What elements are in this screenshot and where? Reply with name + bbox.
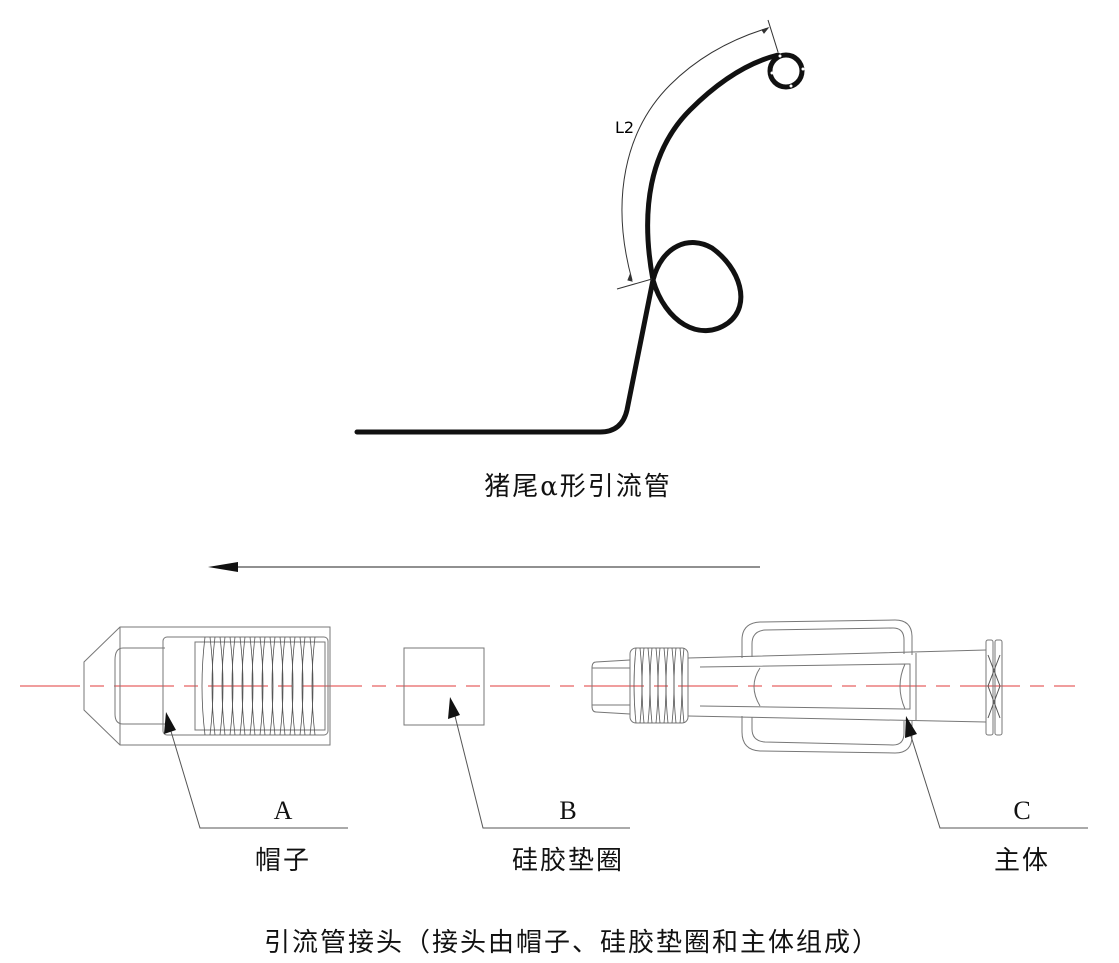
pigtail-holes	[770, 54, 805, 88]
part-c-name: 主体	[993, 846, 1051, 876]
part-a-name: 帽子	[254, 846, 312, 876]
connector-caption: 引流管接头（接头由帽子、硅胶垫圈和主体组成）	[263, 928, 881, 958]
part-a-letter: A	[273, 796, 293, 825]
pigtail-catheter	[354, 52, 805, 435]
cap-part-a	[83, 626, 331, 746]
part-c-letter: C	[1013, 796, 1031, 825]
leader-lines	[169, 711, 1088, 829]
pigtail-caption: 猪尾α形引流管	[484, 472, 672, 502]
gasket-part-b	[403, 647, 485, 726]
pigtail-ring	[767, 52, 805, 90]
dimension-label-l2: L2	[615, 118, 635, 137]
part-b-name: 硅胶垫圈	[511, 846, 625, 876]
dimension-l2	[616, 19, 779, 290]
catheter-tube	[354, 52, 781, 435]
direction-arrow	[208, 562, 760, 572]
leader-arrowheads	[164, 697, 917, 738]
catheter-loop	[650, 240, 744, 334]
part-b-letter: B	[559, 796, 577, 825]
body-part-c	[591, 619, 1003, 754]
